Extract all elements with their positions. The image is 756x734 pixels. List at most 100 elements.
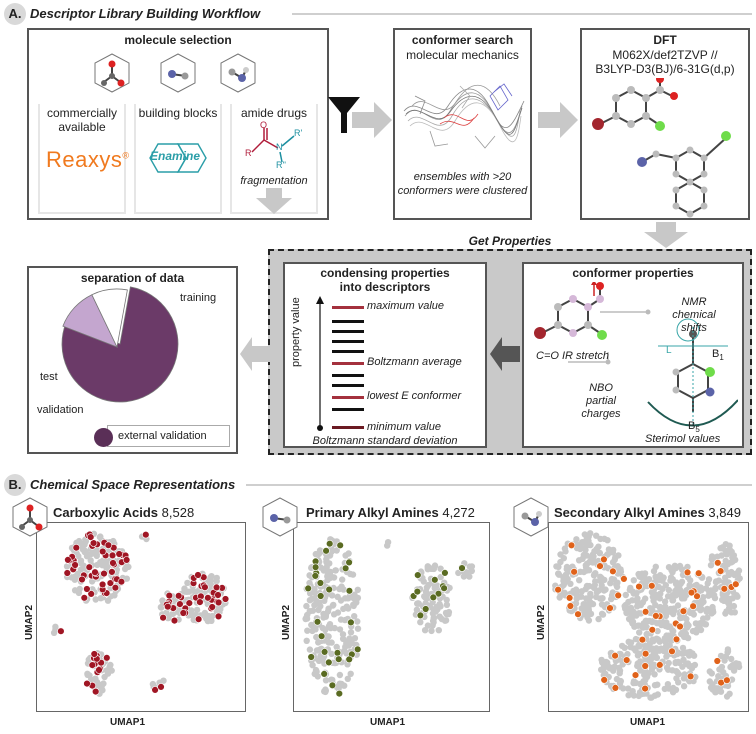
background-point [92, 596, 99, 603]
background-point [608, 575, 616, 583]
background-point [649, 636, 656, 643]
fragmentation-label: fragmentation [240, 175, 308, 187]
highlighted-point [565, 594, 574, 602]
background-point [579, 555, 586, 562]
background-point [344, 675, 351, 682]
background-point [710, 591, 718, 599]
background-point [193, 606, 201, 614]
background-point [630, 692, 638, 699]
background-point [643, 577, 651, 584]
highlighted-point [641, 649, 650, 658]
carboxylic-acids-scatter [50, 530, 230, 697]
section-a-badge: A. [4, 3, 26, 25]
background-point [598, 582, 605, 589]
highlighted-point [86, 533, 95, 541]
background-point [718, 663, 726, 671]
background-point [733, 592, 740, 599]
ir-stretch-label: C=O IR stretch [536, 350, 610, 362]
background-point [636, 629, 643, 636]
highlighted-point [570, 568, 578, 576]
background-point [567, 580, 574, 587]
background-point [653, 645, 660, 652]
background-point [328, 592, 336, 599]
highlighted-point [611, 652, 619, 660]
highlighted-point [345, 655, 353, 664]
background-point [625, 638, 632, 645]
background-point [468, 563, 476, 570]
section-b-badge: B. [4, 474, 26, 496]
highlighted-point [413, 587, 422, 596]
highlighted-point [440, 584, 448, 592]
background-point [350, 602, 357, 610]
background-point [634, 622, 641, 629]
background-point [722, 574, 729, 581]
primary-amine-plot-icon [262, 497, 298, 537]
background-point [651, 671, 658, 678]
plot1-xlabel: UMAP1 [110, 717, 146, 728]
background-point [683, 622, 690, 629]
background-point [601, 535, 608, 542]
arrow-to-properties [644, 222, 688, 248]
background-point [94, 561, 101, 569]
highlighted-point [325, 658, 333, 667]
background-point [665, 586, 673, 594]
background-point [700, 615, 707, 622]
highlighted-point [317, 632, 326, 640]
background-point [721, 657, 728, 664]
highlighted-point [122, 556, 131, 564]
highlighted-point [414, 571, 422, 579]
highlighted-point [159, 613, 167, 622]
sterimol-b1-label: B1 [712, 348, 724, 363]
highlighted-point [72, 544, 80, 552]
highlighted-point [212, 583, 221, 592]
background-point [340, 647, 348, 655]
background-point [665, 564, 673, 571]
highlighted-point [325, 540, 334, 548]
section-b-title: Chemical Space Representations [30, 477, 236, 492]
background-point [87, 557, 94, 564]
background-point [312, 626, 319, 633]
background-point [656, 638, 663, 645]
highlighted-point [90, 650, 98, 658]
secondary-amines-title: Secondary Alkyl Amines 3,849 [554, 505, 741, 520]
background-point [77, 557, 85, 564]
background-point [455, 569, 462, 577]
external-validation-label: external validation [118, 430, 207, 442]
highlighted-point [109, 559, 117, 567]
highlighted-point [689, 602, 697, 610]
background-point [586, 593, 594, 601]
background-point [728, 655, 735, 663]
plot1-ylabel: UMAP2 [24, 604, 35, 640]
background-point [107, 661, 114, 669]
conformer-properties-image [534, 282, 738, 427]
condensing-title-line1: condensing properties [320, 266, 450, 280]
background-point [327, 574, 334, 582]
background-point [712, 584, 719, 592]
highlighted-point [458, 564, 466, 572]
section-a-rule [292, 13, 752, 15]
background-point [354, 586, 361, 593]
highlighted-point [686, 672, 695, 681]
background-point [653, 654, 661, 661]
background-point [582, 564, 590, 571]
highlighted-point [622, 656, 631, 664]
highlighted-point [335, 689, 343, 698]
background-point [672, 592, 679, 599]
background-point [667, 574, 675, 581]
background-point [636, 643, 643, 650]
background-point [704, 605, 711, 613]
amide-drugs-label: amide drugs [240, 106, 308, 120]
background-point [627, 584, 634, 592]
highlighted-point [311, 563, 320, 571]
background-point [634, 595, 641, 602]
background-point [351, 635, 359, 642]
background-point [306, 579, 313, 587]
background-point [674, 602, 682, 609]
separation-pie-chart [61, 286, 179, 403]
highlighted-point [567, 541, 576, 549]
background-point [590, 572, 598, 579]
highlighted-point [98, 580, 107, 589]
highlighted-point [600, 555, 608, 564]
background-point [679, 663, 686, 670]
background-point [675, 670, 682, 678]
